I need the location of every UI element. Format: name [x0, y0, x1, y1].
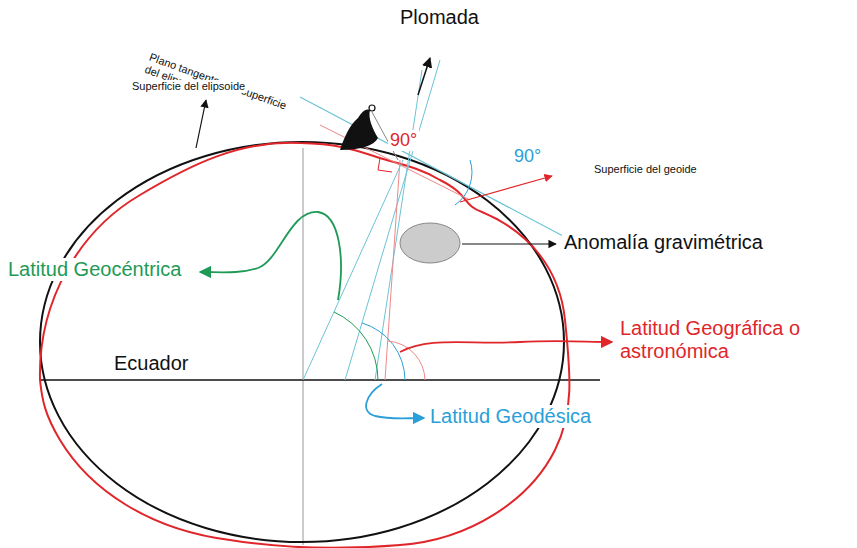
geocentric-latitude-label: Latitud Geocéntrica — [6, 258, 183, 281]
plumb-arrow — [418, 58, 430, 95]
geoid-label: Superficie del geoide — [592, 163, 699, 176]
gravity-anomaly-label: Anomalía gravimétrica — [562, 231, 765, 254]
equator-label: Ecuador — [112, 352, 191, 375]
ellipsoid-tangent-plane — [300, 97, 580, 245]
gravity-anomaly — [400, 223, 460, 263]
ellipsoid-normal — [345, 60, 440, 380]
geocentric-radius — [303, 160, 403, 380]
angle-label: 90° — [388, 130, 419, 151]
geographic-angle-arc — [388, 341, 425, 380]
geodetic-leader — [366, 384, 424, 419]
geoid-tangent-plane — [320, 125, 470, 200]
ellipsoid-leader — [196, 100, 206, 148]
angle-label: 90° — [512, 146, 543, 167]
plumb-bob-symbol — [340, 109, 378, 150]
geodetic-latitude-label: Latitud Geodésica — [428, 405, 593, 428]
right-angle-arc — [455, 160, 472, 205]
plumb-line — [385, 160, 400, 380]
geodetic-angle-arc — [362, 323, 405, 380]
geoid-leader — [460, 176, 552, 202]
equator-line — [40, 379, 600, 381]
geographic-leader — [400, 341, 612, 352]
anomaly-leader — [462, 243, 556, 244]
geoid-outline — [40, 143, 570, 548]
right-angle-mark — [378, 158, 392, 172]
polar-axis — [303, 148, 304, 545]
geographic-latitude-label: Latitud Geográfica o astronómica — [618, 317, 847, 363]
ellipsoid-label: Superficie del elipsoide — [130, 80, 247, 93]
plumb-label: Plomada — [398, 6, 481, 29]
plumb-bob-ring — [369, 105, 375, 111]
geocentric-angle-arc — [334, 312, 378, 380]
geocentric-leader — [200, 212, 341, 300]
